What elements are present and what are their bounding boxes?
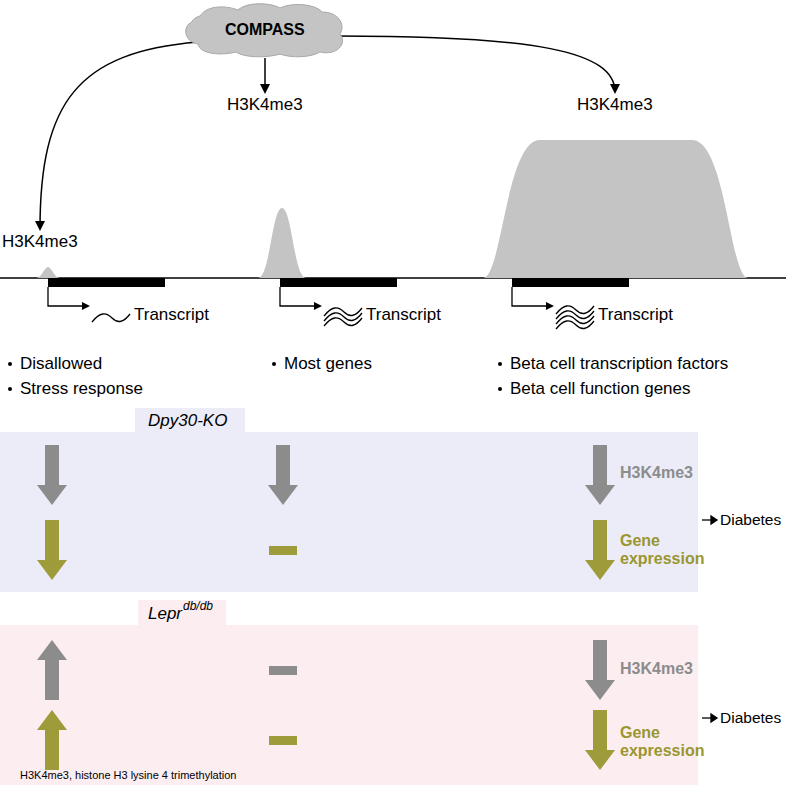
svg-path	[280, 287, 314, 306]
signal-peak: H3K4me3	[222, 95, 308, 278]
svg-polygon	[585, 520, 615, 580]
svg-g	[48, 287, 594, 329]
row-label: Gene expression	[620, 532, 702, 569]
gene-class: Most genes	[284, 354, 372, 374]
mark-label: H3K4me3	[2, 232, 78, 252]
svg-g	[702, 516, 717, 722]
svg-rect	[269, 546, 297, 555]
svg-path	[546, 302, 554, 310]
svg-g	[37, 710, 615, 770]
panel-title: Lepr	[148, 604, 182, 624]
condition-panel: Leprdb/dbH3K4me3Gene expression	[0, 600, 700, 785]
mark-label: H3K4me3	[577, 95, 653, 115]
complex-name: COMPASS	[225, 21, 305, 39]
svg-path	[711, 714, 717, 722]
svg-polygon	[37, 710, 67, 770]
svg-polygon	[37, 640, 67, 700]
svg-path	[711, 516, 717, 524]
svg-polygon	[37, 520, 67, 580]
gene-class: Beta cell function genes	[510, 379, 691, 399]
signal-peak	[222, 95, 308, 278]
transcript-label: Transcript	[598, 305, 673, 325]
svg-path	[92, 314, 130, 322]
svg-polygon	[585, 640, 615, 700]
svg-path	[324, 318, 362, 326]
svg-polygon	[585, 710, 615, 770]
gene-class: Stress response	[20, 379, 143, 399]
gene-class: Disallowed	[20, 354, 102, 374]
svg-path	[483, 140, 748, 278]
row-label: Gene expression	[620, 724, 702, 761]
svg-g	[37, 445, 615, 505]
panel-art	[0, 408, 700, 592]
row-label: H3K4me3	[620, 464, 693, 482]
svg-path	[556, 321, 594, 329]
svg-rect	[269, 736, 297, 745]
svg-rect	[0, 625, 698, 785]
svg-path	[258, 208, 306, 278]
svg-rect	[280, 278, 397, 287]
svg-path	[36, 267, 60, 278]
signal-plateau	[480, 95, 750, 278]
svg-path	[48, 287, 82, 306]
panel-title-superscript: db/db	[183, 600, 213, 614]
complex-blob: COMPASS	[180, 2, 350, 58]
svg-rect	[0, 432, 698, 592]
svg-path	[186, 4, 343, 57]
svg-path	[512, 287, 546, 306]
row-label: H3K4me3	[620, 660, 693, 678]
signal-peak: H3K4me3	[0, 232, 90, 278]
arrow-connector	[40, 42, 198, 229]
svg-rect	[269, 666, 297, 675]
transcript-label: Transcript	[366, 305, 441, 325]
svg-rect	[512, 278, 629, 287]
svg-circle	[8, 362, 12, 366]
svg-rect	[48, 278, 165, 287]
footnote: H3K4me3, histone H3 lysine 4 trimethylat…	[20, 769, 236, 782]
svg-g	[37, 640, 615, 700]
arrow-connector	[264, 58, 266, 92]
mark-label: H3K4me3	[227, 95, 303, 115]
outcome-label: Diabetes	[720, 511, 781, 529]
svg-circle	[8, 387, 12, 391]
svg-polygon	[37, 445, 67, 505]
gene-class: Beta cell transcription factors	[510, 354, 728, 374]
svg-path	[82, 302, 90, 310]
signal-plateau: H3K4me3	[480, 95, 750, 278]
svg-rect	[138, 600, 226, 627]
svg-circle	[272, 362, 276, 366]
panel-art	[0, 600, 700, 785]
svg-polygon	[268, 445, 298, 505]
arrow-connector	[338, 36, 615, 92]
outcome-label: Diabetes	[720, 709, 781, 727]
svg-g	[37, 520, 615, 580]
svg-polygon	[585, 445, 615, 505]
condition-panel: Dpy30-KO H3K4me3Gene expression	[0, 408, 700, 592]
svg-circle	[498, 362, 502, 366]
svg-rect	[135, 408, 245, 434]
svg-circle	[498, 387, 502, 391]
panel-title: Dpy30-KO	[148, 411, 227, 431]
svg-path	[314, 302, 322, 310]
transcript-label: Transcript	[134, 305, 209, 325]
